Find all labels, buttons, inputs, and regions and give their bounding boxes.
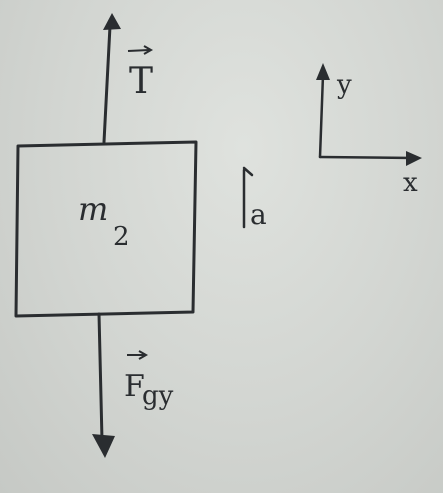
svg-text:a: a xyxy=(250,198,267,231)
svg-text:T: T xyxy=(129,61,153,102)
y-axis-label: y xyxy=(336,70,352,100)
svg-text:F: F xyxy=(124,369,145,404)
svg-text:gy: gy xyxy=(142,381,174,411)
mass-label: m 2 xyxy=(78,190,130,252)
gravity-label: F gy xyxy=(124,350,174,411)
mass-box xyxy=(14,140,198,318)
acceleration-indicator: a xyxy=(242,166,267,231)
gravity-arrow xyxy=(92,312,115,458)
coordinate-axes: y x xyxy=(316,63,422,198)
svg-text:2: 2 xyxy=(113,222,130,252)
svg-text:m: m xyxy=(78,190,108,228)
tension-label: T xyxy=(127,45,153,102)
tension-arrow xyxy=(102,13,121,144)
x-axis-label: x xyxy=(403,168,418,198)
